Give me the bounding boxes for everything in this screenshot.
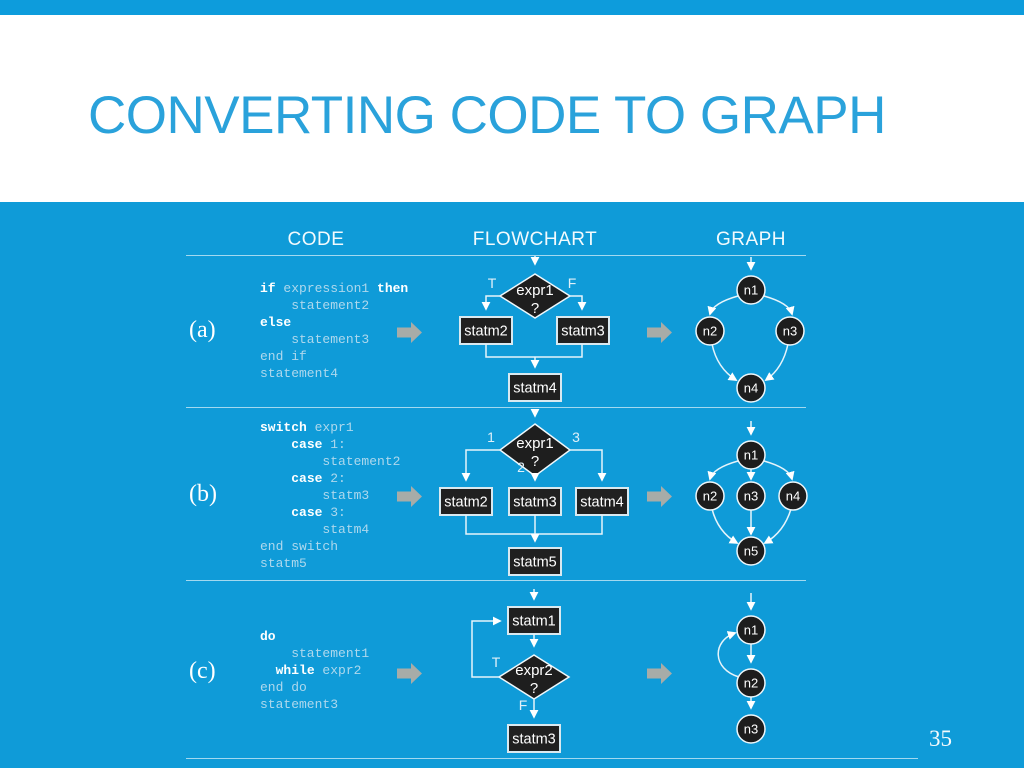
connector-case1: [461, 449, 500, 482]
right-arrow-icon: [397, 486, 422, 507]
page-number: 35: [929, 726, 952, 751]
node-n2: [695, 316, 725, 346]
decision-diamond: [498, 273, 572, 319]
edge-n2-n4: [711, 343, 738, 381]
edge-n1-n2: [707, 460, 739, 481]
case-1-label: 1: [487, 429, 495, 445]
box-statm5: [508, 547, 562, 576]
node-n2: [695, 481, 725, 511]
row-label-c: (c): [189, 658, 216, 684]
decision-label: expr1: [516, 282, 554, 299]
code-block-b: switch expr1 case 1: statement2 case 2: …: [260, 420, 401, 571]
right-arrow-icon: [397, 322, 422, 343]
row-label-b: (b): [189, 481, 217, 507]
column-header-flowchart: FLOWCHART: [472, 229, 598, 250]
node-n3-label: n3: [744, 489, 758, 504]
box-statm2-label: statm2: [444, 495, 488, 511]
box-statm3-label: statm3: [512, 732, 556, 748]
divider-row-b-c: [186, 580, 806, 581]
connector-false: [570, 295, 587, 311]
connector-join: [465, 515, 603, 535]
page-title: CONVERTING CODE TO GRAPH: [88, 86, 886, 145]
box-statm1-label: statm1: [512, 614, 556, 630]
node-n2-label: n2: [703, 489, 717, 504]
node-n2: [736, 668, 766, 698]
column-header-code: CODE: [287, 229, 345, 250]
decision-question: ?: [531, 300, 539, 317]
right-arrow-icon: [647, 486, 672, 507]
node-n5: [736, 536, 766, 566]
node-n5-label: n5: [744, 544, 758, 559]
branch-false-label: F: [519, 697, 528, 713]
edge-n1-n3: [763, 295, 795, 316]
branch-true-label: T: [492, 654, 501, 670]
column-header-graph: GRAPH: [715, 229, 787, 250]
box-statm3-label: statm3: [513, 495, 557, 511]
node-n3-label: n3: [744, 722, 758, 737]
box-statm4-label: statm4: [513, 381, 557, 397]
node-n3: [736, 481, 766, 511]
right-arrow-icon: [397, 663, 422, 684]
graph-if-else: n1 n2 n3 n4: [695, 257, 805, 403]
edge-n4-n5: [763, 508, 792, 544]
box-statm4-label: statm4: [580, 495, 624, 511]
box-statm4: [575, 487, 629, 516]
flowchart-if-else: expr1 ? T F statm2 statm3 statm4: [459, 256, 610, 402]
decision-question: ?: [530, 680, 538, 697]
title-band: CONVERTING CODE TO GRAPH: [0, 15, 1024, 202]
node-n4-label: n4: [786, 489, 800, 504]
decision-label: expr1: [516, 435, 554, 452]
box-statm2-label: statm2: [464, 324, 508, 340]
branch-true-label: T: [488, 275, 497, 291]
box-statm2: [439, 487, 493, 516]
node-n1: [736, 275, 766, 305]
case-3-label: 3: [572, 429, 580, 445]
box-statm4: [508, 373, 562, 402]
connector-case3: [570, 449, 607, 482]
box-statm3-label: statm3: [561, 324, 605, 340]
edge-n2-n1-back: [717, 631, 740, 678]
divider-bottom: [186, 758, 918, 759]
box-statm3: [507, 724, 561, 753]
node-n1-label: n1: [744, 623, 758, 638]
node-n4: [736, 373, 766, 403]
right-arrow-icon: [647, 322, 672, 343]
node-n3: [736, 714, 766, 744]
box-statm5-label: statm5: [513, 555, 557, 571]
divider-header: [186, 255, 806, 256]
graph-switch: n1 n2 n3 n4 n5: [695, 421, 808, 566]
branch-false-label: F: [568, 275, 577, 291]
edge-n2-n5: [711, 508, 739, 544]
right-arrow-icon: [647, 663, 672, 684]
node-n1: [736, 615, 766, 645]
edge-n3-n4: [764, 343, 789, 382]
node-n1-label: n1: [744, 448, 758, 463]
node-n3-label: n3: [783, 324, 797, 339]
node-n1: [736, 440, 766, 470]
connector-true: [481, 295, 500, 311]
edge-n1-n4: [763, 460, 795, 481]
case-2-label: 2: [517, 459, 525, 475]
top-accent-bar: [0, 0, 1024, 15]
node-n4-label: n4: [744, 381, 758, 396]
box-statm3: [556, 316, 610, 345]
row-label-a: (a): [189, 317, 216, 343]
node-n3: [775, 316, 805, 346]
node-n4: [778, 481, 808, 511]
flowchart-do-while: statm1 expr2 ? T F statm3: [471, 589, 571, 753]
connector-loop-back: [471, 616, 502, 678]
graph-do-while: n1 n2 n3: [717, 593, 766, 744]
decision-label: expr2: [515, 662, 553, 679]
decision-question: ?: [531, 453, 539, 470]
node-n2-label: n2: [744, 676, 758, 691]
connector-join: [485, 344, 583, 358]
node-n2-label: n2: [703, 324, 717, 339]
edge-n1-n2: [707, 295, 739, 316]
node-n1-label: n1: [744, 283, 758, 298]
flowchart-switch: expr1 ? 1 3 2 statm2 statm3 statm4 statm…: [439, 408, 629, 576]
divider-row-a-b: [186, 407, 806, 408]
